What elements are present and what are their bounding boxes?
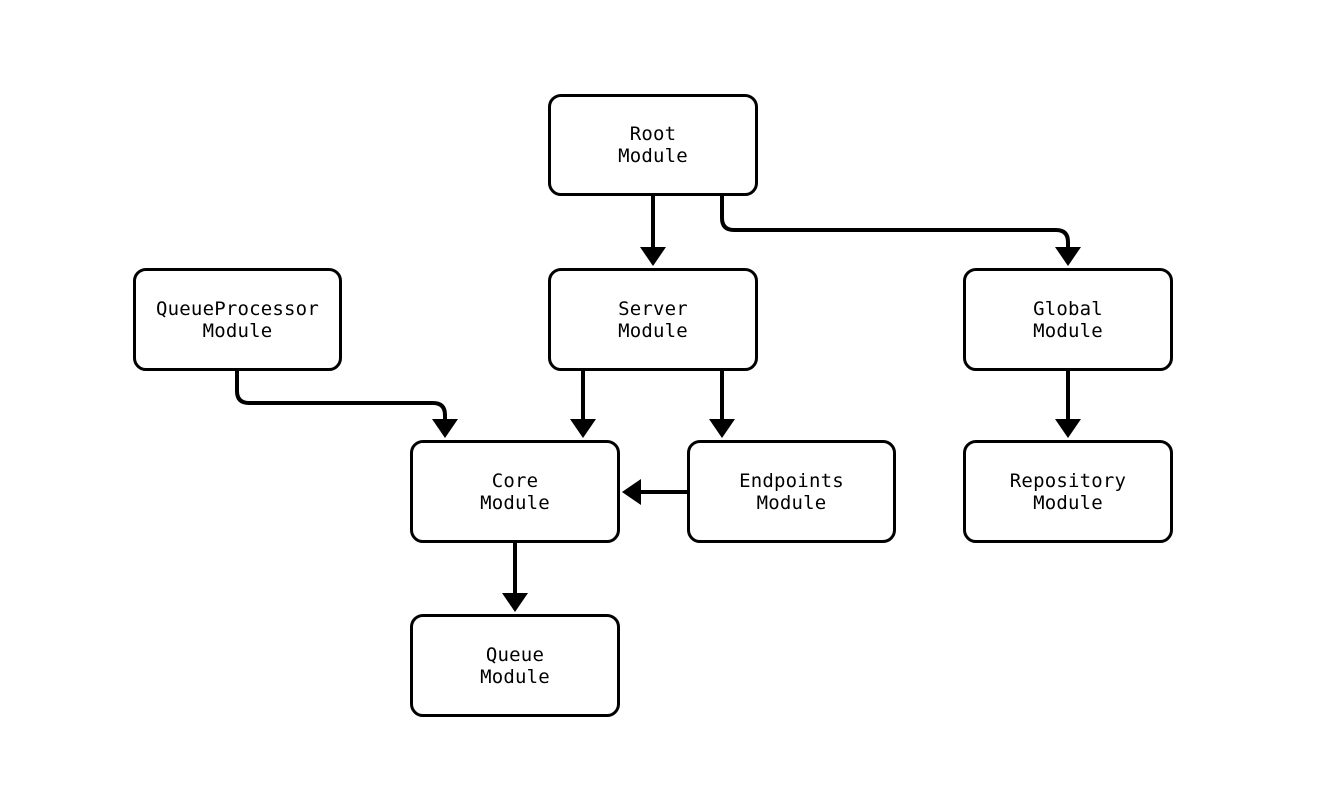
node-queue-module-line2: Module (480, 665, 550, 688)
node-repository-module-line2: Module (1033, 491, 1103, 514)
node-queueprocessor-module-line1: QueueProcessor (156, 297, 319, 320)
arrowhead-core-queue (502, 593, 528, 612)
node-root-module[interactable]: Root Module (548, 94, 758, 196)
arrowhead-global-repository (1055, 419, 1081, 438)
node-endpoints-module[interactable]: Endpoints Module (687, 440, 896, 543)
node-repository-module-line1: Repository (1009, 469, 1127, 492)
arrowhead-queueprocessor-core (432, 419, 458, 438)
arrowhead-root-global (1055, 247, 1081, 266)
edge-root-global (720, 196, 1070, 252)
node-server-module-line1: Server (618, 297, 688, 320)
arrowhead-server-endpoints (709, 419, 735, 438)
node-root-module-line2: Module (618, 145, 688, 167)
node-root-module-line1: Root (629, 123, 677, 145)
node-global-module-line1: Global (1033, 297, 1103, 320)
edge-queueprocessor-core (235, 371, 447, 424)
node-core-module-line2: Module (480, 491, 550, 514)
node-queue-module[interactable]: Queue Module (410, 614, 620, 717)
arrowhead-endpoints-core (622, 479, 641, 505)
node-queue-module-line1: Queue (485, 643, 545, 666)
node-server-module-line2: Module (618, 319, 688, 342)
node-queueprocessor-module[interactable]: QueueProcessor Module (133, 268, 342, 371)
node-global-module-line2: Module (1033, 319, 1103, 342)
node-queueprocessor-module-line2: Module (202, 319, 273, 342)
arrowhead-server-core (570, 419, 596, 438)
node-endpoints-module-line2: Module (756, 491, 827, 514)
node-repository-module[interactable]: Repository Module (963, 440, 1173, 543)
node-global-module[interactable]: Global Module (963, 268, 1173, 371)
node-core-module-line1: Core (491, 469, 539, 492)
node-server-module[interactable]: Server Module (548, 268, 758, 371)
node-endpoints-module-line1: Endpoints (739, 469, 844, 492)
arrowhead-root-server (640, 247, 666, 266)
node-core-module[interactable]: Core Module (410, 440, 620, 543)
